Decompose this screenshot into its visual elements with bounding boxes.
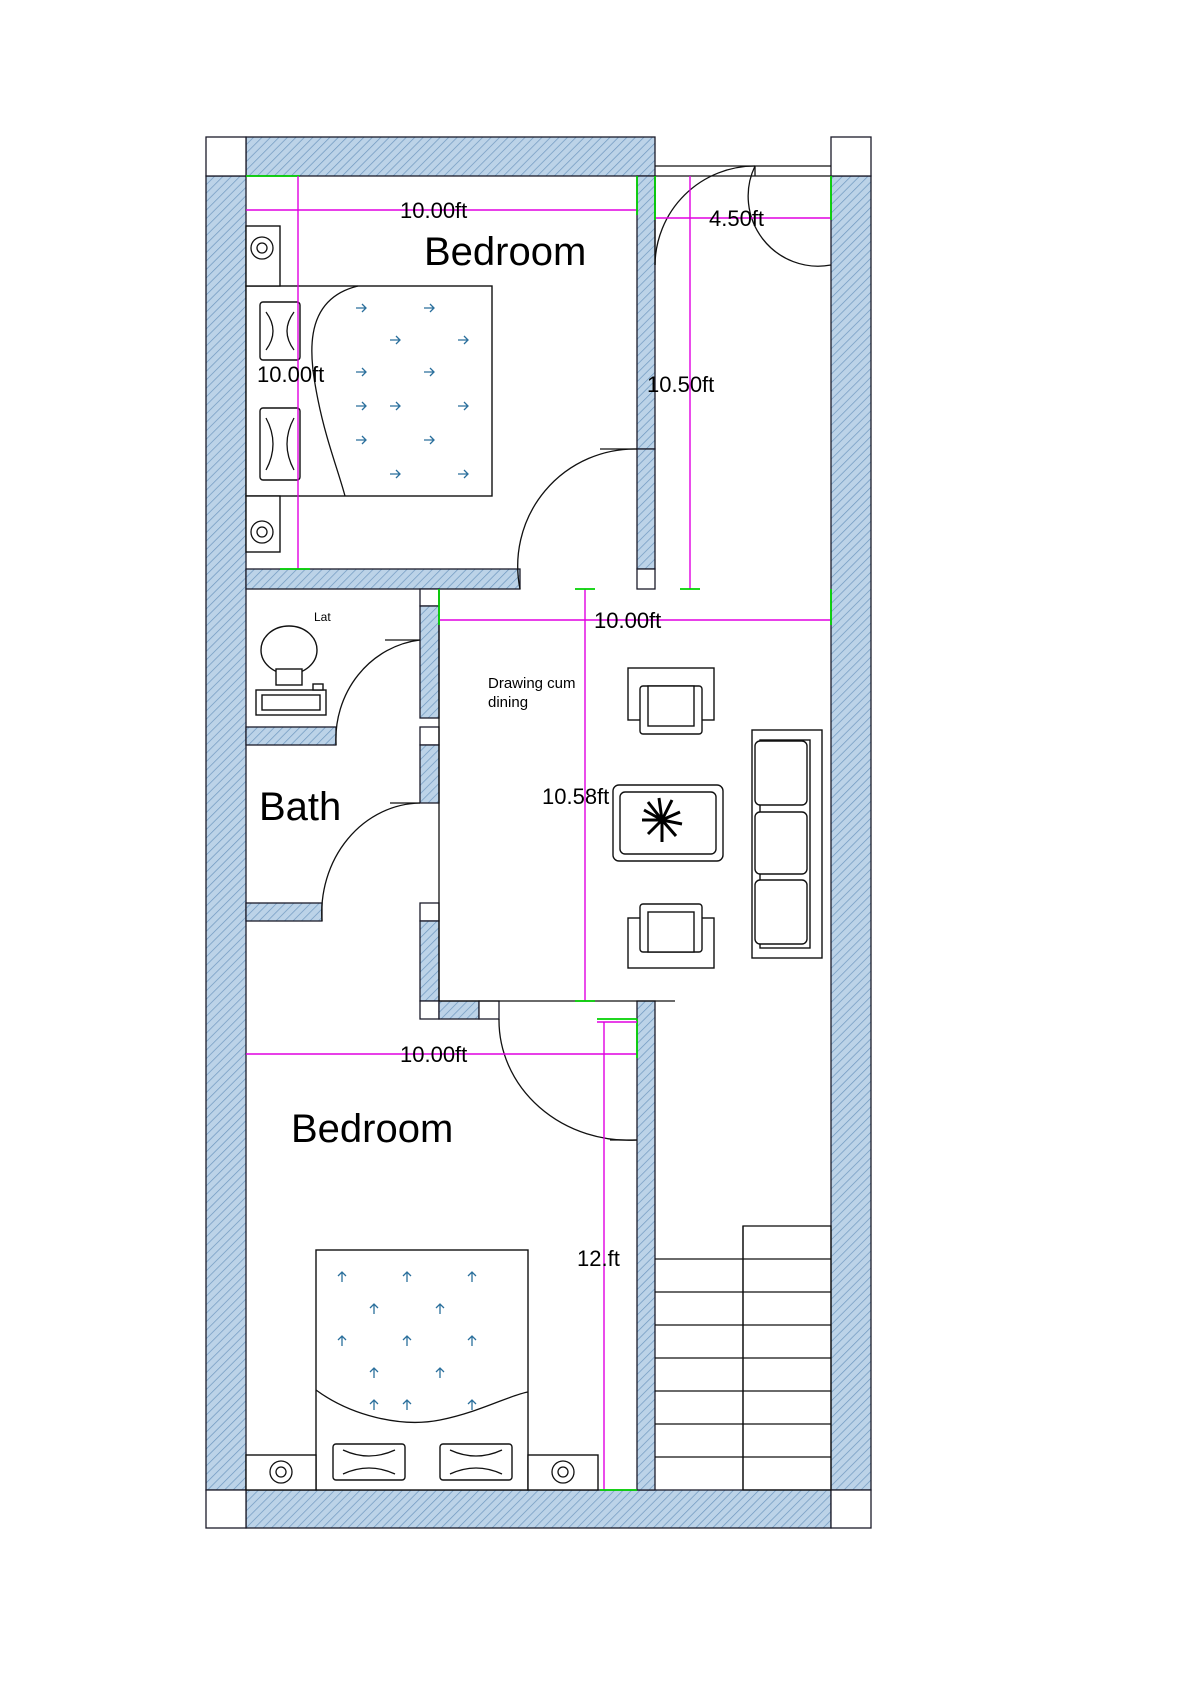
corner-pier-bl: [205, 1489, 247, 1529]
corner-pier-br: [830, 1489, 872, 1529]
interior-walls: [245, 175, 675, 1491]
corner-pier-tl: [205, 136, 247, 177]
dim-label-bedroom-bottom-depth: 12.ft: [577, 1246, 620, 1271]
wall-bath-bottom: [245, 902, 323, 922]
lamp-icon: [245, 225, 281, 287]
doors: [321, 165, 832, 1141]
armchair-top: [627, 667, 715, 735]
sofa: [751, 729, 823, 959]
wall-top: [245, 136, 656, 177]
room-label-bedroom-top: Bedroom: [424, 230, 586, 274]
lamp-icon: [245, 1454, 317, 1491]
wall-bedroom-top-right-lower: [636, 448, 656, 570]
lamp-icon: [245, 495, 281, 553]
bed-arrows: [356, 303, 469, 479]
corner-pier-tr: [830, 136, 872, 177]
wall-lat-bottom: [245, 726, 337, 746]
wall-bedroom-top-right: [636, 175, 656, 450]
dim-label-passage-width: 4.50ft: [709, 206, 764, 231]
wall-bath-right-lower: [419, 920, 440, 1002]
center-table: [612, 784, 724, 862]
dim-label-passage-depth: 10.50ft: [647, 372, 714, 397]
wall-right: [830, 175, 872, 1491]
wall-bedroom-bottom-right: [636, 1000, 656, 1491]
outer-walls: [205, 136, 872, 1529]
pillow: [332, 1443, 406, 1481]
wall-left: [205, 175, 247, 1491]
bed-arrows: [337, 1271, 477, 1410]
dim-label-drawing-width: 10.00ft: [594, 608, 661, 633]
wall-bedroom-top-bottom: [245, 568, 521, 590]
room-label-bath: Bath: [259, 785, 341, 829]
pillow: [439, 1443, 513, 1481]
wash-basin-icon: [255, 683, 327, 716]
room-label-drawing-line1: Drawing cum: [488, 675, 576, 692]
bed-top: [245, 225, 493, 553]
plant-icon: [642, 797, 683, 842]
dim-label-bedroom-top-width: 10.00ft: [400, 198, 467, 223]
wall-bottom: [245, 1489, 832, 1529]
dim-label-drawing-depth: 10.58ft: [542, 784, 609, 809]
staircase: [655, 1225, 832, 1491]
dimension-lines: [246, 175, 832, 1491]
room-label-drawing-line2: dining: [488, 694, 528, 711]
lamp-icon: [527, 1454, 599, 1491]
pillow: [259, 301, 301, 361]
dim-label-bedroom-bottom-width: 10.00ft: [400, 1042, 467, 1067]
room-label-bedroom-bottom: Bedroom: [291, 1107, 453, 1151]
dim-label-bedroom-top-depth: 10.00ft: [257, 362, 324, 387]
room-label-lat: Lat: [314, 610, 331, 624]
wall-lat-right: [419, 605, 440, 719]
bed-bottom: [245, 1249, 599, 1491]
armchair-bottom: [627, 903, 715, 969]
wall-bath-right: [419, 744, 440, 804]
toilet-icon: [260, 625, 318, 686]
